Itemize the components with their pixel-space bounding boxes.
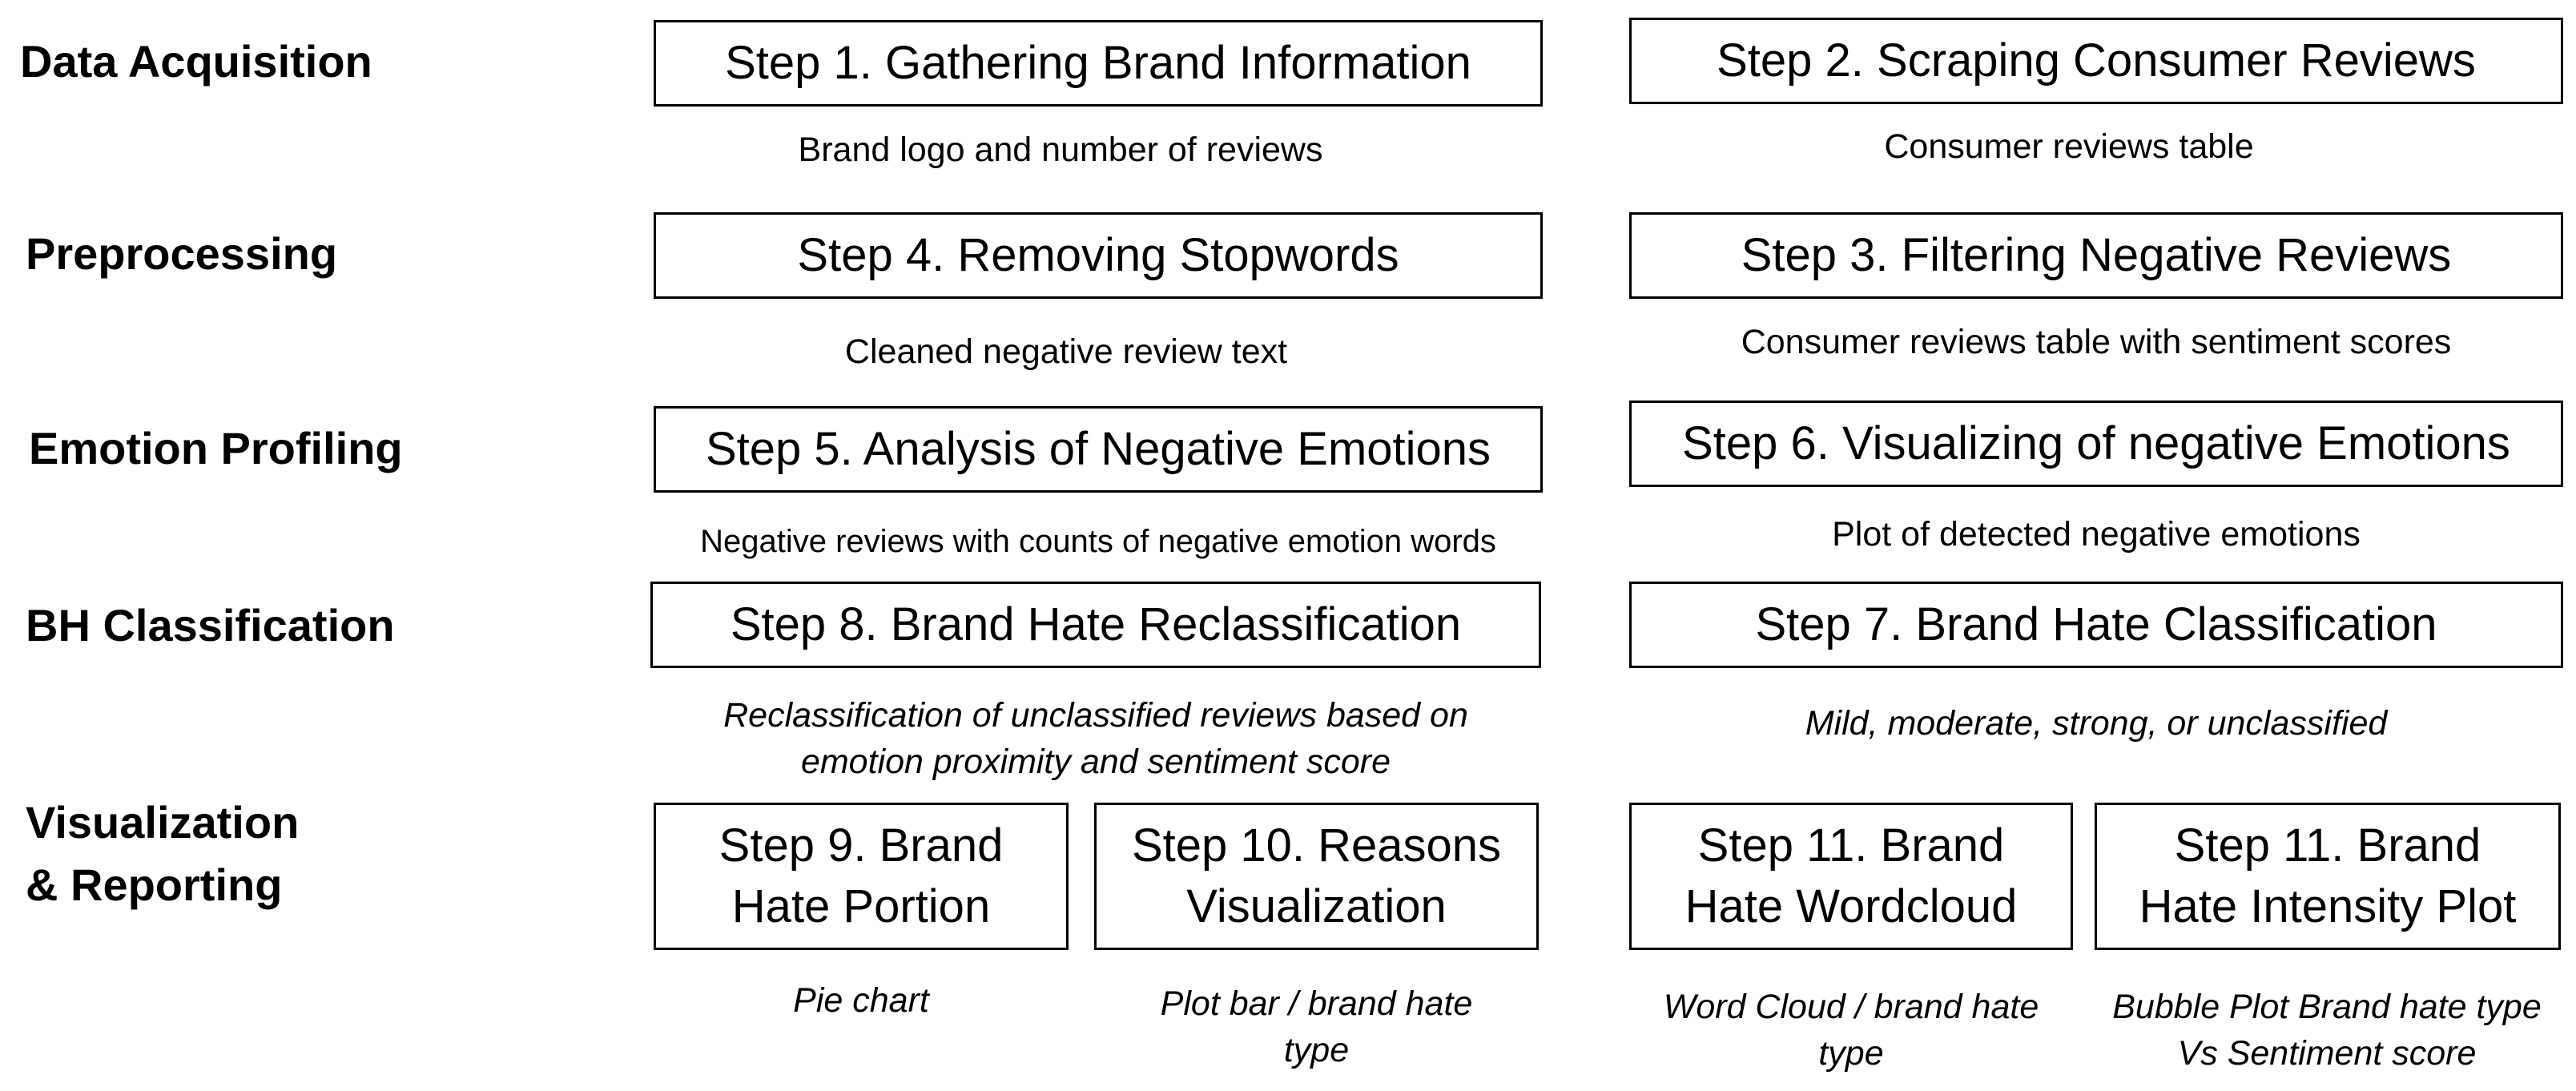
step-9-box: Step 9. Brand Hate Portion: [654, 803, 1069, 950]
step-3-output: Consumer reviews table with sentiment sc…: [1741, 323, 2452, 361]
step-5-box: Step 5. Analysis of Negative Emotions: [654, 406, 1543, 493]
phase-preprocessing: Preprocessing: [26, 228, 338, 279]
step-10-output: Plot bar / brand hate type: [1160, 984, 1473, 1069]
step-1-box: Step 1. Gathering Brand Information: [654, 20, 1543, 107]
step-6-output: Plot of detected negative emotions: [1832, 515, 2361, 554]
step-11-wordcloud-output: Word Cloud / brand hate type: [1663, 988, 2039, 1073]
step-2-output: Consumer reviews table: [1884, 127, 2254, 166]
step-1-output: Brand logo and number of reviews: [798, 131, 1323, 169]
step-11-wordcloud-box: Step 11. Brand Hate Wordcloud: [1629, 803, 2073, 950]
phase-data-acquisition: Data Acquisition: [20, 36, 372, 87]
step-8-box: Step 8. Brand Hate Reclassification: [650, 582, 1541, 668]
step-10-box: Step 10. Reasons Visualization: [1094, 803, 1539, 950]
phase-emotion-profiling: Emotion Profiling: [29, 423, 403, 473]
step-5-output: Negative reviews with counts of negative…: [700, 524, 1496, 559]
step-9-output: Pie chart: [793, 981, 929, 1020]
step-3-box: Step 3. Filtering Negative Reviews: [1629, 212, 2563, 299]
step-11-intensity-box: Step 11. Brand Hate Intensity Plot: [2095, 803, 2561, 950]
phase-visualization-reporting: Visualization & Reporting: [26, 797, 300, 910]
step-7-box: Step 7. Brand Hate Classification: [1629, 582, 2563, 668]
step-11-intensity-output: Bubble Plot Brand hate type Vs Sentiment…: [2112, 988, 2542, 1073]
phase-bh-classification: BH Classification: [26, 600, 395, 650]
step-2-box: Step 2. Scraping Consumer Reviews: [1629, 18, 2563, 104]
step-4-box: Step 4. Removing Stopwords: [654, 212, 1543, 299]
step-7-output: Mild, moderate, strong, or unclassified: [1805, 704, 2388, 743]
step-6-box: Step 6. Visualizing of negative Emotions: [1629, 401, 2563, 487]
step-4-output: Cleaned negative review text: [844, 332, 1288, 371]
step-8-output: Reclassification of unclassified reviews…: [723, 696, 1468, 781]
